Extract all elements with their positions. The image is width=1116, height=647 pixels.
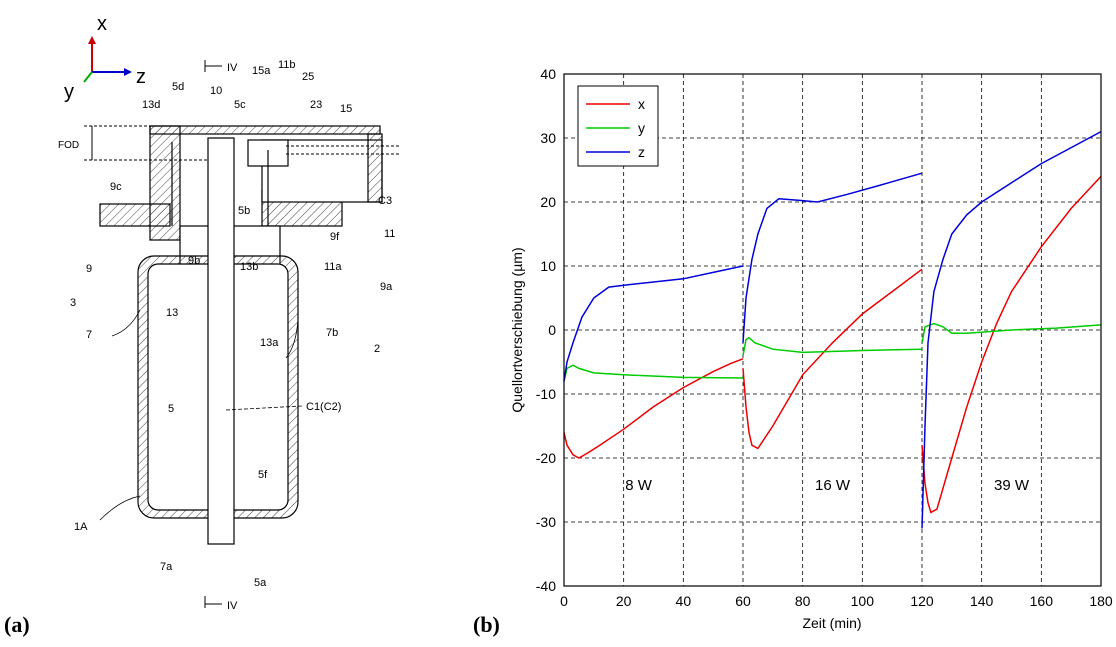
leader-lines bbox=[99, 309, 303, 521]
legend-label-z: z bbox=[638, 144, 645, 160]
y-tick-label: 30 bbox=[540, 130, 556, 146]
series-line-z bbox=[742, 172, 923, 343]
x-tick-label: 100 bbox=[851, 593, 875, 609]
part-label: 13a bbox=[260, 337, 279, 349]
part-label: 7a bbox=[160, 561, 173, 573]
x-tick-label: 140 bbox=[970, 593, 994, 609]
part-label: 9b bbox=[188, 255, 200, 267]
housing bbox=[99, 125, 383, 545]
part-label: 5c bbox=[234, 99, 246, 111]
fod-label: FOD bbox=[58, 140, 79, 151]
part-label: 11a bbox=[324, 261, 342, 273]
series-lines bbox=[563, 130, 1102, 529]
series-line-y bbox=[563, 364, 744, 382]
part-label: 9 bbox=[86, 263, 92, 275]
figure-a-drawing: x z y IV IV bbox=[0, 0, 470, 642]
x-tick-label: 120 bbox=[910, 593, 934, 609]
axis-y-label: y bbox=[64, 81, 74, 103]
part-label: 2 bbox=[374, 343, 380, 355]
part-labels: 10 5d 15a 11b 25 23 15 13d 5c 9c 5b C3 1… bbox=[70, 59, 395, 589]
part-label: 5f bbox=[258, 469, 268, 481]
x-tick-label: 20 bbox=[616, 593, 632, 609]
legend-label-x: x bbox=[638, 96, 645, 112]
part-label: 5b bbox=[238, 205, 250, 217]
axis-z-label: z bbox=[136, 66, 146, 88]
part-label: 11 bbox=[384, 228, 395, 240]
y-tick-label: 20 bbox=[540, 194, 556, 210]
panel-label-b: (b) bbox=[473, 612, 500, 637]
figure-b-chart: 0 20 40 60 80 100 120 140 160 180 -40 -30 -20 -10 0 10 2… bbox=[470, 0, 1116, 642]
power-annotation: 39 W bbox=[994, 477, 1030, 494]
part-label: 13d bbox=[142, 99, 160, 111]
x-tick-label: 60 bbox=[735, 593, 751, 609]
technical-drawing: x z y IV IV bbox=[58, 13, 400, 612]
x-tick-label: 180 bbox=[1089, 593, 1113, 609]
power-annotation: 16 W bbox=[815, 477, 851, 494]
series-line-z bbox=[921, 130, 1102, 529]
part-label: 5 bbox=[168, 403, 174, 415]
part-label: C3 bbox=[378, 195, 392, 207]
y-axis-label: Quellortverschiebung (µm) bbox=[509, 247, 525, 412]
power-annotation: 8 W bbox=[625, 477, 653, 494]
section-mark-bottom: IV bbox=[227, 600, 238, 612]
x-tick-label: 0 bbox=[560, 593, 568, 609]
section-marks bbox=[204, 60, 222, 608]
part-label: 1A bbox=[74, 521, 88, 533]
part-label: 15 bbox=[340, 103, 352, 115]
y-tick-label: 40 bbox=[540, 66, 556, 82]
part-label: 10 bbox=[210, 85, 222, 97]
legend: xyz bbox=[577, 85, 659, 167]
series-line-z bbox=[563, 265, 744, 382]
y-tick-label: 10 bbox=[540, 258, 556, 274]
y-tick-label: 0 bbox=[548, 322, 556, 338]
part-label: 11b bbox=[278, 59, 296, 71]
part-label: 9a bbox=[380, 281, 393, 293]
part-label: 3 bbox=[70, 297, 76, 309]
series-line-y bbox=[742, 336, 923, 356]
series-line-x bbox=[921, 175, 1102, 514]
part-label: 13b bbox=[240, 261, 258, 273]
part-label: 7b bbox=[326, 327, 338, 339]
series-line-y bbox=[921, 322, 1102, 343]
dimension-lines bbox=[84, 125, 400, 161]
part-label: 9f bbox=[330, 231, 340, 243]
x-axis-label: Zeit (min) bbox=[802, 615, 861, 631]
plot-frame bbox=[563, 73, 1102, 587]
legend-box bbox=[577, 85, 659, 167]
x-tick-label: 160 bbox=[1030, 593, 1054, 609]
annotations: 8 W 16 W 39 W bbox=[625, 477, 1030, 494]
grid bbox=[564, 74, 1101, 586]
legend-label-y: y bbox=[638, 120, 645, 136]
y-tick-label: -20 bbox=[536, 450, 556, 466]
displacement-chart: 0 20 40 60 80 100 120 140 160 180 -40 -30 -20 -10 0 10 2… bbox=[509, 66, 1113, 631]
part-label: 23 bbox=[310, 99, 322, 111]
part-label: 5d bbox=[172, 81, 184, 93]
axis-x-label: x bbox=[97, 13, 107, 35]
part-label: 9c bbox=[110, 181, 122, 193]
part-label: 13 bbox=[166, 307, 178, 319]
series-line-x bbox=[742, 268, 923, 450]
y-tick-label: -30 bbox=[536, 514, 556, 530]
panel-label-a: (a) bbox=[4, 612, 30, 637]
section-mark-top: IV bbox=[227, 62, 238, 74]
tick-labels: 0 20 40 60 80 100 120 140 160 180 -40 -30 -20 -10 0 10 2… bbox=[536, 66, 1113, 609]
part-label: 15a bbox=[252, 65, 271, 77]
part-label: 25 bbox=[302, 71, 314, 83]
x-tick-label: 40 bbox=[676, 593, 692, 609]
part-label: 5a bbox=[254, 577, 267, 589]
y-tick-label: -10 bbox=[536, 386, 556, 402]
series-line-x bbox=[563, 358, 744, 459]
x-tick-label: 80 bbox=[795, 593, 811, 609]
coordinate-axes: x z y bbox=[64, 13, 146, 103]
part-label: 7 bbox=[86, 329, 92, 341]
part-label: C1(C2) bbox=[306, 401, 341, 413]
y-tick-label: -40 bbox=[536, 578, 556, 594]
